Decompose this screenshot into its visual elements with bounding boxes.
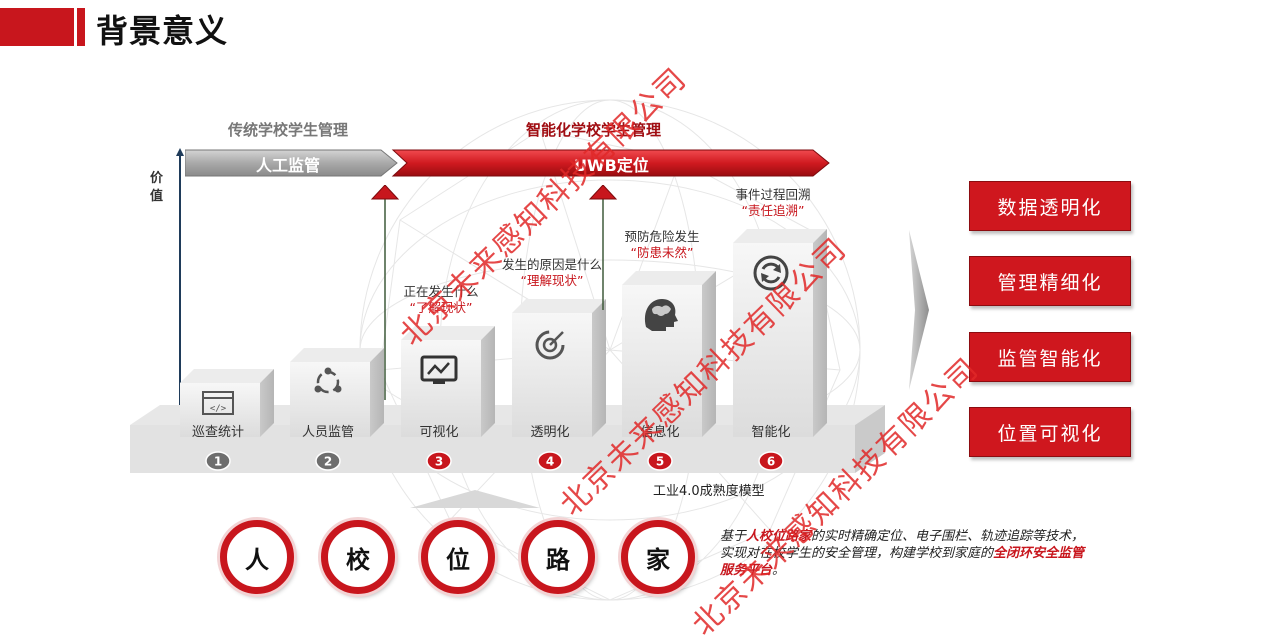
step-block-side xyxy=(370,348,384,437)
target-icon xyxy=(535,330,565,360)
step-block-top xyxy=(512,299,606,313)
chevron-right-icon xyxy=(909,230,929,390)
value-axis-label: 价值 xyxy=(150,171,164,204)
step-label: 信息化 xyxy=(640,425,680,440)
step-question: 预防危险发生 xyxy=(624,229,700,244)
uwb-arrow-shape xyxy=(391,149,830,177)
step-block-side xyxy=(592,299,606,437)
step-number: 5 xyxy=(656,455,664,469)
circle-person: 人 xyxy=(220,520,294,594)
monitor-chart-icon xyxy=(420,355,458,384)
step-number-badge: 2 xyxy=(315,451,341,471)
step-block-side xyxy=(813,229,827,437)
step-number-badge: 4 xyxy=(537,451,563,471)
circle-position: 位 xyxy=(421,520,495,594)
benefit-box-location-visualization: 位置可视化 xyxy=(969,407,1131,457)
step-annotation: 正在发生什么“了解现状” xyxy=(371,284,511,316)
step-number: 3 xyxy=(435,455,443,469)
step-label: 透明化 xyxy=(530,425,570,440)
step-number-badge: 1 xyxy=(205,451,231,471)
platform-description: 基于人校位路家的实时精确定位、电子围栏、轨迹追踪等技术，实现对在校学生的安全管理… xyxy=(720,529,1085,578)
step-number-badge: 3 xyxy=(426,451,452,471)
phase-arrows xyxy=(185,149,830,177)
step-label: 巡查统计 xyxy=(191,425,244,440)
pointer-triangle xyxy=(410,490,540,508)
step-block-top xyxy=(622,271,716,285)
step-label: 人员监管 xyxy=(301,425,354,440)
step-question: 事件过程回溯 xyxy=(735,187,811,202)
step-number-badge: 5 xyxy=(647,451,673,471)
value-axis-arrow xyxy=(176,148,184,410)
step-number: 1 xyxy=(214,455,222,469)
step-label: 智能化 xyxy=(751,425,791,440)
traditional-management-label: 传统学校学生管理 xyxy=(228,121,349,139)
code-window-icon: </> xyxy=(202,391,234,415)
step-block-top xyxy=(401,326,495,340)
step-question: 发生的原因是什么 xyxy=(501,257,602,272)
step-question: 正在发生什么 xyxy=(403,284,479,299)
header-accent-stripe xyxy=(77,8,85,46)
step-annotation: 发生的原因是什么“理解现状” xyxy=(482,257,622,289)
step-block-side xyxy=(481,326,495,437)
step-label: 可视化 xyxy=(419,425,459,440)
step-block-top xyxy=(180,369,274,383)
step-number-badge: 6 xyxy=(758,451,784,471)
circle-road: 路 xyxy=(521,520,595,594)
marker-triangle-1 xyxy=(370,185,400,200)
step-quote: “责任追溯” xyxy=(741,203,805,218)
maturity-model-label: 工业4.0成熟度模型 xyxy=(653,484,765,499)
step-number: 2 xyxy=(324,455,332,469)
step-block-top xyxy=(290,348,384,362)
smart-management-label: 智能化学校学生管理 xyxy=(526,121,662,139)
benefit-box-smart-supervision: 监管智能化 xyxy=(969,332,1131,382)
step-block-front xyxy=(733,243,813,437)
header-accent-bar xyxy=(0,8,74,46)
step-block-front xyxy=(512,313,592,437)
refresh-cycle-icon xyxy=(753,255,789,291)
page-title: 背景意义 xyxy=(96,12,229,50)
step-quote: “防患未然” xyxy=(630,245,694,260)
step-number: 6 xyxy=(767,455,775,469)
benefit-box-fine-management: 管理精细化 xyxy=(969,256,1131,306)
step-quote: “理解现状” xyxy=(520,273,584,288)
step-annotation: 事件过程回溯“责任追溯” xyxy=(703,187,843,219)
manual-arrow-shape xyxy=(185,149,398,177)
step-block-front xyxy=(290,362,370,437)
manual-arrow-label: 人工监管 xyxy=(256,156,321,175)
svg-text:</>: </> xyxy=(210,404,227,414)
uwb-arrow-label: UWB定位 xyxy=(574,156,649,175)
step-block-side xyxy=(702,271,716,437)
step-number: 4 xyxy=(546,455,554,469)
people-network-icon xyxy=(314,367,342,394)
marker-triangle-2 xyxy=(588,185,618,200)
step-block-top xyxy=(733,229,827,243)
step-block-side xyxy=(260,369,274,437)
maturity-staircase: </> xyxy=(130,185,885,473)
circle-school: 校 xyxy=(321,520,395,594)
benefit-box-data-transparency: 数据透明化 xyxy=(969,181,1131,231)
step-annotation: 预防危险发生“防患未然” xyxy=(592,229,732,261)
brain-head-icon xyxy=(644,299,678,331)
step-quote: “了解现状” xyxy=(409,300,473,315)
circle-home: 家 xyxy=(621,520,695,594)
